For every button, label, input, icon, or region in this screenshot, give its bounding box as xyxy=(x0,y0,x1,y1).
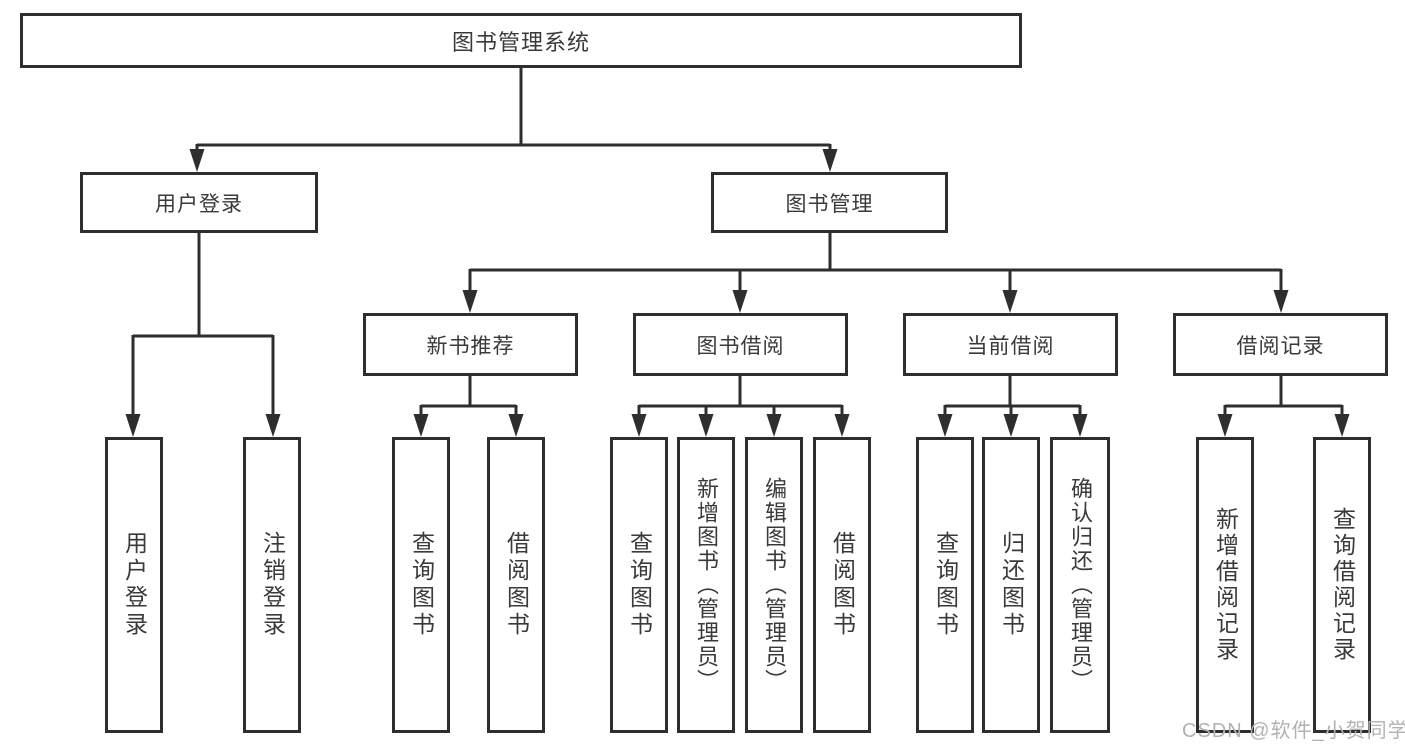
leaf-br-add-record: 新增借阅记录 xyxy=(1196,437,1254,733)
leaf-cb-return-books: 归还图书 xyxy=(982,437,1040,733)
leaf-nb-query-books-label: 查询图书 xyxy=(408,531,435,639)
leaf-bb-borrow-books-label: 借阅图书 xyxy=(829,531,856,639)
leaf-logout-label: 注销登录 xyxy=(259,531,286,639)
node-book-mgmt-label: 图书管理 xyxy=(785,192,874,216)
leaf-cb-confirm-return: 确认归还（管理员） xyxy=(1050,437,1110,733)
node-borrow-records-label: 借阅记录 xyxy=(1236,334,1325,358)
arrowheads xyxy=(125,149,1350,437)
leaf-cb-query-books: 查询图书 xyxy=(916,437,974,733)
leaf-bb-add-books-label: 新增图书（管理员） xyxy=(694,477,719,693)
leaf-user-login-label: 用户登录 xyxy=(121,531,148,639)
leaf-logout: 注销登录 xyxy=(243,437,301,733)
node-book-borrow-label: 图书借阅 xyxy=(696,334,785,358)
node-book-borrow: 图书借阅 xyxy=(633,313,848,376)
node-current-borrow-label: 当前借阅 xyxy=(966,334,1055,358)
leaf-user-login: 用户登录 xyxy=(105,437,163,733)
leaf-nb-query-books: 查询图书 xyxy=(392,437,450,733)
node-current-borrow: 当前借阅 xyxy=(903,313,1118,376)
leaf-cb-confirm-return-label: 确认归还（管理员） xyxy=(1068,477,1093,693)
node-new-book-rec-label: 新书推荐 xyxy=(426,334,515,358)
leaf-cb-return-books-label: 归还图书 xyxy=(998,531,1025,639)
leaf-bb-edit-books: 编辑图书（管理员） xyxy=(745,437,803,733)
node-root: 图书管理系统 xyxy=(20,13,1022,68)
leaf-nb-borrow-books-label: 借阅图书 xyxy=(503,531,530,639)
leaf-bb-query-books: 查询图书 xyxy=(610,437,668,733)
csdn-watermark: CSDN @软件_小贺同学 xyxy=(1182,720,1405,742)
node-root-label: 图书管理系统 xyxy=(451,29,590,55)
leaf-br-query-record-label: 查询借阅记录 xyxy=(1329,507,1356,663)
leaf-bb-add-books: 新增图书（管理员） xyxy=(677,437,735,733)
leaf-bb-query-books-label: 查询图书 xyxy=(626,531,653,639)
leaf-bb-borrow-books: 借阅图书 xyxy=(813,437,871,733)
leaf-bb-edit-books-label: 编辑图书（管理员） xyxy=(762,477,787,693)
leaf-br-query-record: 查询借阅记录 xyxy=(1313,437,1371,733)
node-new-book-rec: 新书推荐 xyxy=(363,313,578,376)
leaf-nb-borrow-books: 借阅图书 xyxy=(487,437,545,733)
node-user-login-label: 用户登录 xyxy=(155,192,243,216)
node-user-login: 用户登录 xyxy=(80,172,318,233)
node-borrow-records: 借阅记录 xyxy=(1173,313,1388,376)
leaf-cb-query-books-label: 查询图书 xyxy=(932,531,959,639)
leaf-br-add-record-label: 新增借阅记录 xyxy=(1212,507,1239,663)
node-book-mgmt: 图书管理 xyxy=(711,172,948,233)
